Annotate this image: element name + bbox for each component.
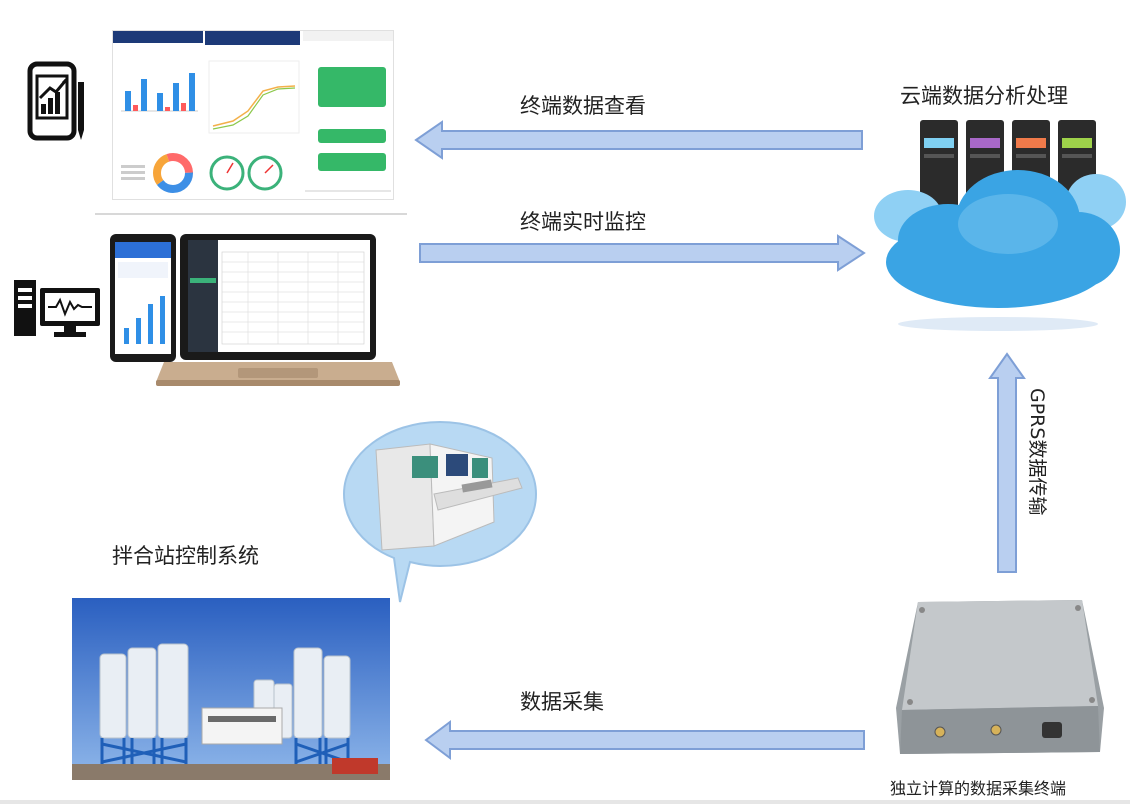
arrow-to-cloud xyxy=(419,234,866,272)
mixing-plant-photo xyxy=(72,598,390,780)
label-cloud-title: 云端数据分析处理 xyxy=(900,84,1068,108)
pc-monitor-icon xyxy=(14,280,100,337)
label-terminal-view: 终端数据查看 xyxy=(520,94,646,118)
arrow-to-terminal-view xyxy=(414,120,863,160)
cloud-server-icon xyxy=(874,120,1126,331)
label-gprs: GPRS数据传输 xyxy=(1026,388,1048,516)
collector-box-icon xyxy=(896,600,1104,754)
tablet-laptop-image xyxy=(108,232,403,390)
label-terminal-monitor: 终端实时监控 xyxy=(520,210,646,234)
control-console-icon xyxy=(342,420,538,603)
divider-line xyxy=(95,213,407,215)
bottom-border xyxy=(0,800,1130,804)
phone-chart-icon xyxy=(27,61,84,141)
label-mixing-system: 拌合站控制系统 xyxy=(112,544,259,568)
arrow-gprs-up xyxy=(988,352,1026,573)
label-data-collect: 数据采集 xyxy=(520,690,604,714)
arrow-to-plant xyxy=(424,720,865,760)
label-collector: 独立计算的数据采集终端 xyxy=(890,779,1067,798)
dashboard-screenshot xyxy=(112,30,394,200)
